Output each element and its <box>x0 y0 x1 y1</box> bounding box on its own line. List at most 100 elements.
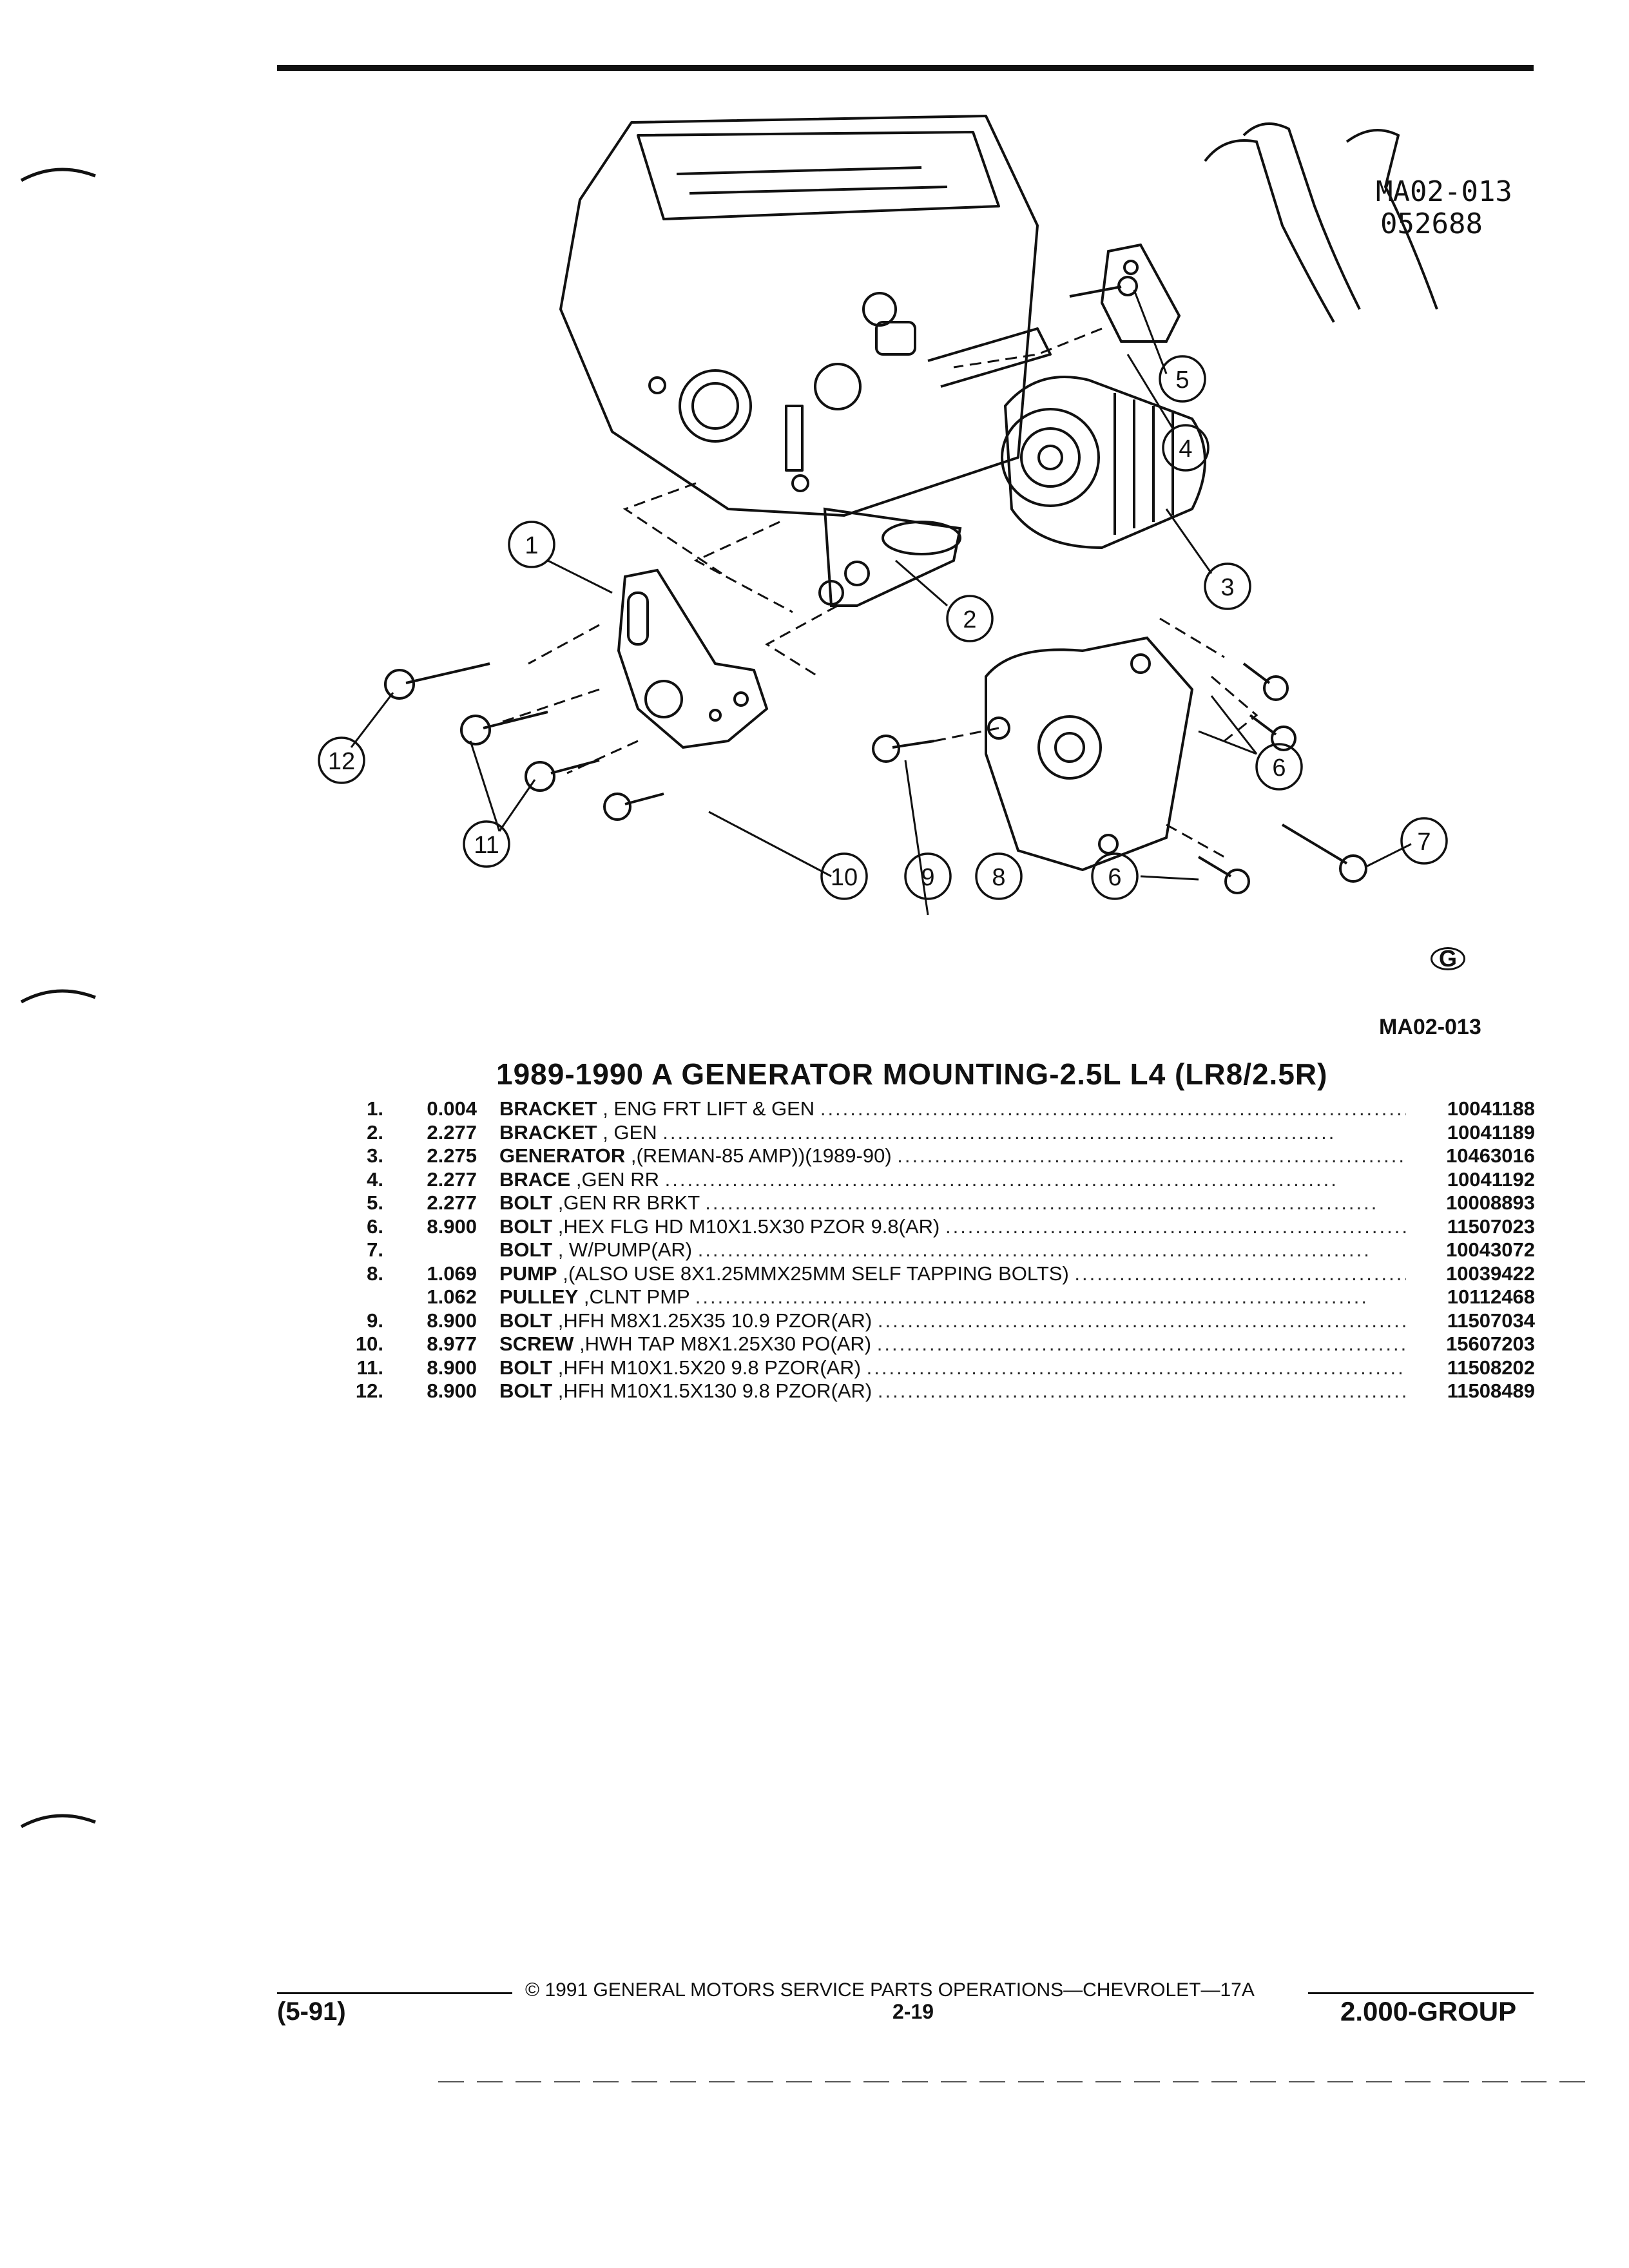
parts-row: 10. 8.977 SCREW ,HWH TAP M8X1.25X30 PO(A… <box>342 1332 1535 1356</box>
generator-mounting-illustration: 1 2 3 4 5 6 6 7 8 9 10 11 12 MA02-013 05… <box>318 115 1512 916</box>
part-name: BRACE <box>499 1168 571 1191</box>
part-name: BOLT <box>499 1379 553 1402</box>
binder-mark <box>20 1814 96 1829</box>
ref-number: 1. <box>367 1097 383 1120</box>
part-description: GENERATOR ,(REMAN-85 AMP))(1989-90) ....… <box>499 1144 1406 1167</box>
part-description: BRACE ,GEN RR ..........................… <box>499 1168 1338 1191</box>
part-name: BOLT <box>499 1238 553 1261</box>
usage-code: 2.277 <box>427 1191 477 1214</box>
gen-bracket-drawing <box>818 507 962 607</box>
ref-number: 4. <box>367 1168 383 1191</box>
parts-row: 1.062 PULLEY ,CLNT PMP .................… <box>342 1285 1535 1309</box>
part-description: BOLT ,HEX FLG HD M10X1.5X30 PZOR 9.8(AR)… <box>499 1215 1406 1238</box>
part-description: BOLT ,HFH M10X1.5X20 9.8 PZOR(AR) ......… <box>499 1356 1406 1379</box>
parts-row: 4. 2.277 BRACE ,GEN RR .................… <box>342 1168 1535 1191</box>
part-number: 10039422 <box>1412 1262 1535 1285</box>
usage-code: 1.069 <box>427 1262 477 1285</box>
usage-code: 2.277 <box>427 1120 477 1144</box>
part-detail: ,(REMAN-85 AMP))(1989-90) <box>630 1144 892 1167</box>
ref-number: 9. <box>367 1309 383 1332</box>
ref-number: 3. <box>367 1144 383 1167</box>
callout-1: 1 <box>525 532 538 559</box>
ref-number: 7. <box>367 1238 383 1261</box>
footer-rule <box>277 1992 512 1994</box>
part-detail: , W/PUMP(AR) <box>557 1238 693 1261</box>
ref-number: 8. <box>367 1262 383 1285</box>
part-detail: ,HFH M10X1.5X20 9.8 PZOR(AR) <box>557 1356 862 1379</box>
callout-5: 5 <box>1175 367 1189 394</box>
part-detail: ,HEX FLG HD M10X1.5X30 PZOR 9.8(AR) <box>557 1215 940 1238</box>
usage-code: 8.900 <box>427 1309 477 1332</box>
part-description: PULLEY ,CLNT PMP .......................… <box>499 1285 1369 1308</box>
revision-date: (5-91) <box>277 1997 346 2026</box>
water-pump-drawing <box>985 636 1194 872</box>
callout-6-upper: 6 <box>1272 754 1286 782</box>
copyright-notice: © 1991 GENERAL MOTORS SERVICE PARTS OPER… <box>525 1979 1255 2001</box>
callout-2: 2 <box>963 606 976 633</box>
part-name: BRACKET <box>499 1097 597 1120</box>
part-number: 10463016 <box>1412 1144 1535 1168</box>
part-description: BOLT ,HFH M10X1.5X130 9.8 PZOR(AR) .....… <box>499 1379 1406 1402</box>
callout-leaders <box>350 289 1412 916</box>
part-name: BRACKET <box>499 1120 597 1144</box>
ref-number: 5. <box>367 1191 383 1214</box>
usage-code: 8.900 <box>427 1356 477 1379</box>
page-number: 2-19 <box>892 2000 934 2023</box>
part-number: 11507034 <box>1412 1309 1535 1332</box>
part-number: 10043072 <box>1412 1238 1535 1262</box>
usage-code: 2.275 <box>427 1144 477 1167</box>
part-description: SCREW ,HWH TAP M8X1.25X30 PO(AR) .......… <box>499 1332 1406 1355</box>
footer-rule <box>1308 1992 1534 1994</box>
parts-row: 11. 8.900 BOLT ,HFH M10X1.5X20 9.8 PZOR(… <box>342 1356 1535 1379</box>
part-detail: ,HFH M10X1.5X130 9.8 PZOR(AR) <box>557 1379 872 1402</box>
callout-12: 12 <box>328 748 355 775</box>
usage-code: 8.900 <box>427 1215 477 1238</box>
gm-logo: G <box>1431 947 1465 970</box>
parts-row: 7. BOLT , W/PUMP(AR) ...................… <box>342 1238 1535 1262</box>
parts-row: 3. 2.275 GENERATOR ,(REMAN-85 AMP))(1989… <box>342 1144 1535 1168</box>
part-number: 11507023 <box>1412 1215 1535 1238</box>
ref-number: 12. <box>355 1379 383 1402</box>
figure-id: MA02-013 <box>1379 1015 1481 1039</box>
part-detail: ,HWH TAP M8X1.25X30 PO(AR) <box>579 1332 872 1355</box>
parts-list: 1. 0.004 BRACKET , ENG FRT LIFT & GEN ..… <box>342 1097 1535 1403</box>
part-detail: , ENG FRT LIFT & GEN <box>602 1097 815 1120</box>
part-description: BOLT , W/PUMP(AR) ......................… <box>499 1238 1371 1261</box>
ref-number: 11. <box>356 1356 383 1379</box>
ref-number: 6. <box>367 1215 383 1238</box>
usage-code: 8.900 <box>427 1379 477 1402</box>
part-description: BRACKET , GEN ..........................… <box>499 1120 1336 1144</box>
callout-labels: 1 2 3 4 5 6 6 7 8 9 10 11 12 <box>328 367 1431 891</box>
figure-code: MA02-013 <box>1376 175 1512 208</box>
part-number: 11508202 <box>1412 1356 1535 1379</box>
parts-list-title: 1989-1990 A GENERATOR MOUNTING-2.5L L4 (… <box>496 1057 1328 1091</box>
part-number: 10008893 <box>1412 1191 1535 1215</box>
callout-9: 9 <box>921 864 934 891</box>
assembly-leader-lines <box>502 327 1258 858</box>
header-rule <box>277 65 1534 71</box>
callout-10: 10 <box>831 864 858 891</box>
callout-circles <box>318 355 1448 900</box>
part-name: SCREW <box>499 1332 574 1355</box>
part-number: 10041188 <box>1412 1097 1535 1121</box>
parts-row: 12. 8.900 BOLT ,HFH M10X1.5X130 9.8 PZOR… <box>342 1379 1535 1403</box>
part-name: PULLEY <box>499 1285 579 1308</box>
ref-number: 2. <box>367 1120 383 1144</box>
callout-6-lower: 6 <box>1108 864 1121 891</box>
part-number: 10112468 <box>1412 1285 1535 1309</box>
part-name: BOLT <box>499 1215 553 1238</box>
part-detail: ,GEN RR BRKT <box>557 1191 700 1214</box>
parts-row: 1. 0.004 BRACKET , ENG FRT LIFT & GEN ..… <box>342 1097 1535 1121</box>
callout-11: 11 <box>474 832 499 859</box>
part-description: BOLT ,HFH M8X1.25X35 10.9 PZOR(AR) .....… <box>499 1309 1406 1332</box>
scan-edge-rule <box>438 2081 1585 2082</box>
part-description: BRACKET , ENG FRT LIFT & GEN ...........… <box>499 1097 1406 1120</box>
rear-brace-drawing <box>1100 243 1181 343</box>
bolt-drawings <box>384 276 1367 894</box>
parts-row: 5. 2.277 BOLT ,GEN RR BRKT .............… <box>342 1191 1535 1215</box>
part-number: 10041192 <box>1412 1168 1535 1191</box>
part-number: 11508489 <box>1412 1379 1535 1403</box>
part-detail: ,CLNT PMP <box>583 1285 690 1308</box>
usage-code: 1.062 <box>427 1285 477 1308</box>
part-detail: ,(ALSO USE 8X1.25MMX25MM SELF TAPPING BO… <box>563 1262 1069 1285</box>
